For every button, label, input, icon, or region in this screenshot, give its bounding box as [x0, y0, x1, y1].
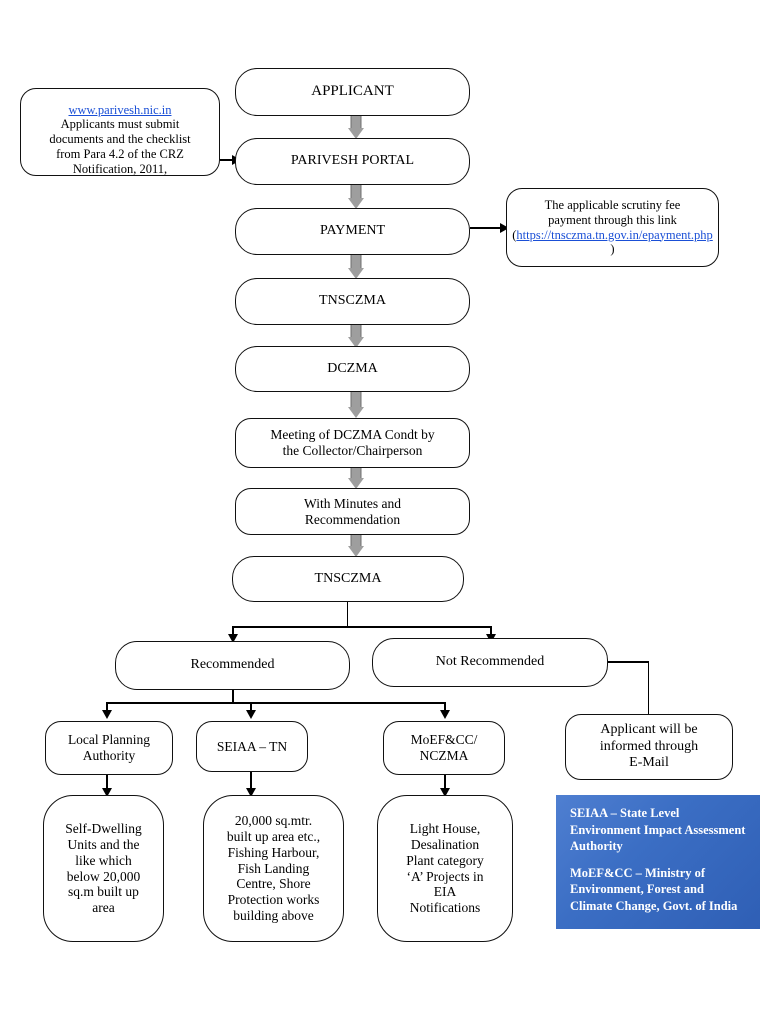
node-dczma[interactable]: DCZMA	[235, 346, 470, 392]
node-not-recommended-label: Not Recommended	[435, 654, 545, 670]
node-recommended[interactable]: Recommended	[115, 641, 350, 690]
node-tnsczma-first-label: TNSCZMA	[319, 293, 386, 309]
connector-tnsczma2-bus	[232, 626, 492, 628]
node-tnsczma-second[interactable]: TNSCZMA	[232, 556, 464, 602]
connector-to-seiaa	[250, 702, 252, 713]
note-scrutiny-fee-line1: The applicable scrutiny fee	[544, 198, 681, 212]
node-moefcc-project-types[interactable]: Light House, Desalination Plant category…	[377, 795, 513, 942]
node-seiaa-tn-label: SEIAA – TN	[216, 738, 288, 754]
node-moefcc-nczma[interactable]: MoEF&CC/ NCZMA	[383, 721, 505, 775]
node-moefcc-project-types-label: Light House, Desalination Plant category…	[406, 820, 484, 916]
arrow-payment-to-tnsczma	[346, 255, 366, 279]
node-seiaa-project-types[interactable]: 20,000 sq.mtr. built up area etc., Fishi…	[203, 795, 344, 942]
arrow-meeting-to-minutes	[346, 468, 366, 489]
node-seiaa-project-types-label: 20,000 sq.mtr. built up area etc., Fishi…	[226, 812, 321, 924]
arrow-portal-to-payment	[346, 185, 366, 209]
node-payment[interactable]: PAYMENT	[235, 208, 470, 255]
note-scrutiny-fee-line2: payment through this link	[548, 212, 677, 227]
arrowhead-payment-to-fee-note	[500, 222, 509, 233]
arrowhead-local-planning	[101, 710, 112, 719]
node-seiaa-tn[interactable]: SEIAA – TN	[196, 721, 308, 772]
connector-notrec-right	[608, 661, 649, 663]
arrow-dczma-to-meeting	[346, 392, 366, 418]
node-tnsczma-first[interactable]: TNSCZMA	[235, 278, 470, 325]
connector-payment-to-fee-note	[470, 227, 506, 229]
node-tnsczma-second-label: TNSCZMA	[314, 570, 382, 586]
node-parivesh-portal[interactable]: PARIVESH PORTAL	[235, 138, 470, 185]
node-recommended-label: Recommended	[190, 657, 275, 673]
node-self-dwelling-units-label: Self-Dwelling Units and the like which b…	[65, 820, 142, 916]
node-applicant[interactable]: APPLICANT	[235, 68, 470, 116]
node-not-recommended[interactable]: Not Recommended	[372, 638, 608, 687]
arrow-applicant-to-portal	[346, 116, 366, 139]
connector-notrec-down	[647, 661, 650, 714]
connector-local-planning-to-leaf	[106, 775, 108, 791]
node-applicant-email-label: Applicant will be informed through E-Mai…	[599, 722, 699, 771]
connector-to-recommended	[232, 626, 234, 638]
node-dczma-label: DCZMA	[327, 360, 378, 376]
arrowhead-moefcc-leaf	[439, 788, 450, 797]
connector-seiaa-to-leaf	[250, 772, 252, 791]
connector-recommended-stem	[232, 690, 234, 704]
connector-to-local-planning	[106, 702, 108, 713]
connector-recommended-bus	[106, 702, 446, 704]
legend-abbreviations: SEIAA – State Level Environment Impact A…	[556, 795, 760, 929]
node-self-dwelling-units[interactable]: Self-Dwelling Units and the like which b…	[43, 795, 164, 942]
arrow-minutes-to-tnsczma2	[346, 535, 366, 557]
node-minutes-recommendation[interactable]: With Minutes and Recommendation	[235, 488, 470, 535]
node-payment-label: PAYMENT	[319, 223, 386, 239]
note-parivesh-body: Applicants must submit documents and the…	[49, 117, 191, 176]
arrowhead-moefcc	[439, 710, 450, 719]
node-dczma-meeting-label: Meeting of DCZMA Condt by the Collector/…	[270, 427, 435, 458]
node-applicant-label: APPLICANT	[311, 83, 394, 100]
node-local-planning-authority[interactable]: Local Planning Authority	[45, 721, 173, 775]
node-local-planning-authority-label: Local Planning Authority	[67, 732, 151, 763]
arrow-tnsczma-to-dczma	[346, 325, 366, 348]
connector-to-moefcc	[444, 702, 446, 713]
arrowhead-local-planning-leaf	[101, 788, 112, 797]
arrowhead-seiaa	[245, 710, 256, 719]
node-moefcc-nczma-label: MoEF&CC/ NCZMA	[410, 732, 478, 763]
node-parivesh-portal-label: PARIVESH PORTAL	[290, 153, 415, 169]
node-minutes-recommendation-label: With Minutes and Recommendation	[304, 495, 401, 527]
connector-tnsczma2-stem	[346, 602, 349, 628]
legend-entry-moefcc: MoEF&CC – Ministry of Environment, Fores…	[570, 865, 738, 913]
epayment-link[interactable]: https://tnsczma.tn.gov.in/epayment.php	[516, 227, 713, 242]
connector-to-not-recommended	[490, 626, 492, 638]
note-scrutiny-fee-close-paren: )	[610, 242, 615, 257]
node-dczma-meeting[interactable]: Meeting of DCZMA Condt by the Collector/…	[235, 418, 470, 468]
parivesh-website-link[interactable]: www.parivesh.nic.in	[68, 102, 172, 117]
connector-note-to-portal	[220, 159, 234, 161]
arrowhead-seiaa-leaf	[245, 788, 256, 797]
note-scrutiny-fee-open-paren: (	[512, 227, 517, 242]
legend-entry-seiaa: SEIAA – State Level Environment Impact A…	[570, 806, 746, 853]
arrowhead-recommended	[227, 634, 238, 643]
node-applicant-email[interactable]: Applicant will be informed through E-Mai…	[565, 714, 733, 780]
connector-moefcc-to-leaf	[444, 775, 446, 791]
